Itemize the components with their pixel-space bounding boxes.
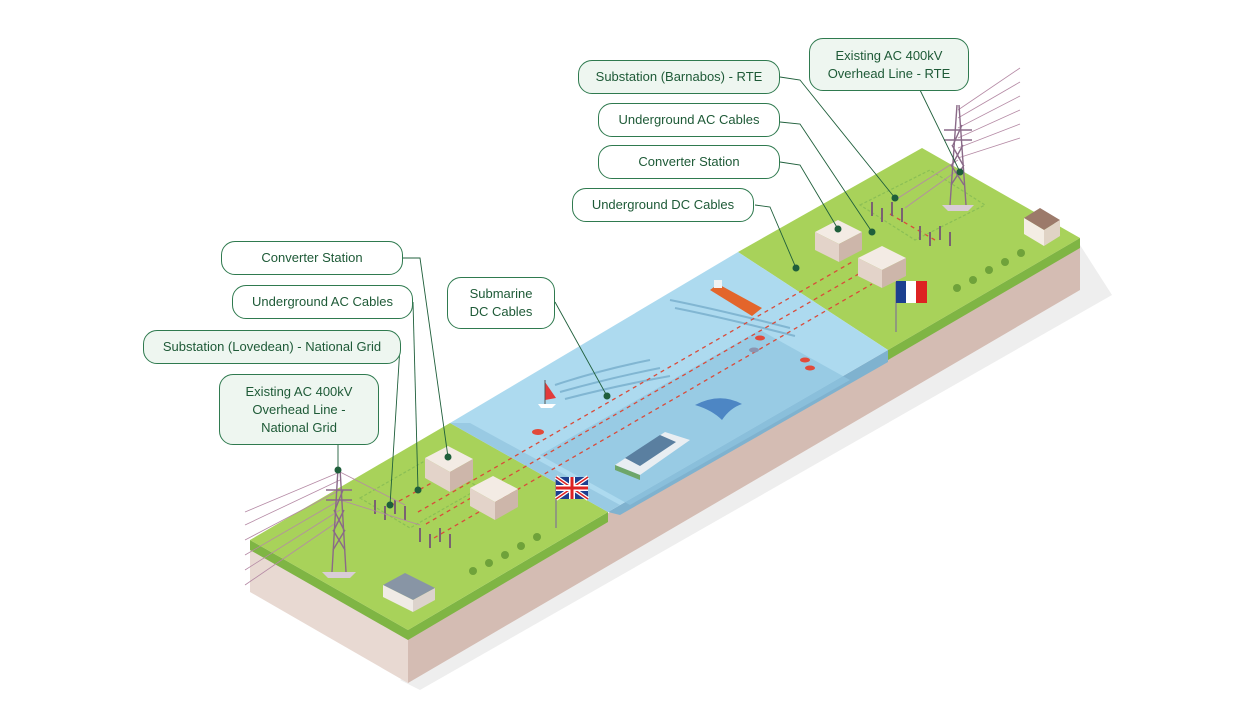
france-land xyxy=(738,148,1080,350)
france-house xyxy=(1024,208,1060,246)
soil-front-face xyxy=(250,540,408,683)
france-overhead-line-text: Existing AC 400kV Overhead Line - RTE xyxy=(827,47,951,81)
leader-lines xyxy=(337,76,961,506)
uk-flag xyxy=(554,475,590,528)
uk-overhead-line-text: Existing AC 400kV Overhead Line - Nation… xyxy=(245,383,353,435)
france-overhead-line-label: Existing AC 400kV Overhead Line - RTE xyxy=(809,38,969,91)
france-underground-ac-cables-text: Underground AC Cables xyxy=(618,112,760,127)
france-underground-dc-cables-label: Underground DC Cables xyxy=(572,188,754,222)
uk-land xyxy=(250,423,608,630)
france-pylon xyxy=(942,104,974,211)
france-converter-station-text: Converter Station xyxy=(638,154,740,169)
france-underground-dc-cables-text: Underground DC Cables xyxy=(591,197,735,212)
fish xyxy=(532,335,815,435)
france-overhead-lines xyxy=(894,67,1021,209)
uk-overhead-lines xyxy=(244,471,421,586)
cruise-ship xyxy=(615,432,690,480)
uk-substation-text: Substation (Lovedean) - National Grid xyxy=(162,339,382,354)
grass-right-edge xyxy=(408,512,608,640)
leader-dots xyxy=(334,168,964,509)
trees xyxy=(469,249,1025,575)
france-substation-label: Substation (Barnabos) - RTE xyxy=(578,60,780,94)
submarine-dc-cables-text: Submarine DC Cables xyxy=(469,286,533,319)
france-underground-ac-cables-label: Underground AC Cables xyxy=(598,103,780,137)
cargo-ship xyxy=(710,280,762,316)
grass-right-edge-fr xyxy=(888,238,1080,360)
grass-front-edge xyxy=(250,540,408,640)
submarine-dc-cables-label: Submarine DC Cables xyxy=(447,277,555,329)
france-substation-text: Substation (Barnabos) - RTE xyxy=(595,69,763,84)
uk-converter-station-label: Converter Station xyxy=(221,241,403,275)
uk-underground-ac-cables-label: Underground AC Cables xyxy=(232,285,413,319)
france-flag xyxy=(895,281,927,332)
uk-substation xyxy=(358,457,482,548)
uk-overhead-line-label: Existing AC 400kV Overhead Line - Nation… xyxy=(219,374,379,445)
dolphin xyxy=(695,398,742,420)
uk-house xyxy=(383,573,435,612)
france-converter-station-label: Converter Station xyxy=(598,145,780,179)
sea-deep xyxy=(540,330,850,505)
sailboat xyxy=(538,380,556,408)
uk-pylon xyxy=(322,467,356,578)
uk-converter-station-text: Converter Station xyxy=(261,250,363,265)
uk-substation-label: Substation (Lovedean) - National Grid xyxy=(143,330,401,364)
france-substation xyxy=(858,169,987,246)
seabed-ridges xyxy=(554,299,796,400)
uk-underground-ac-cables-text: Underground AC Cables xyxy=(252,294,393,309)
soil-right-face xyxy=(408,238,1080,683)
